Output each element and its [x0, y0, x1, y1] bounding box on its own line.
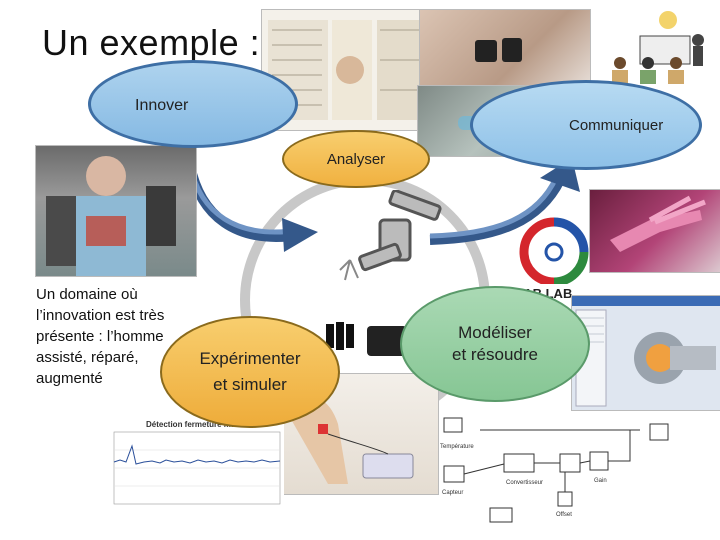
bubble-modeliser-line1: Modéliser [458, 323, 532, 342]
software-screenshot [572, 296, 720, 410]
bubble-experimenter: Expérimenter et simuler [160, 316, 340, 428]
domain-line: présente : l’homme [36, 328, 164, 345]
domain-line: assisté, réparé, [36, 349, 139, 366]
bubble-communiquer-label: Communiquer [569, 117, 664, 134]
armband-photo-top [420, 10, 590, 90]
domain-line: augmenté [36, 370, 103, 387]
bubble-innover-label: Innover [135, 97, 189, 114]
diagram-label-temperature: Température [440, 444, 474, 450]
bubble-innover: Innover [88, 60, 298, 148]
block-diagram: Température Capteur Convertisseur Gain O… [430, 410, 720, 530]
armbands-illustration [322, 316, 412, 366]
prosthetic-man-photo [36, 146, 196, 276]
presentation-audience-icon [600, 8, 715, 88]
arrow-analyser-to-communiquer [429, 177, 565, 245]
bubble-experimenter-line2: et simuler [213, 375, 287, 394]
bubble-modeliser: Modéliser et résoudre [400, 286, 590, 402]
arrow-head-1 [282, 218, 318, 252]
diagram-label-capteur: Capteur [442, 490, 463, 496]
bubble-modeliser-line2: et résoudre [452, 345, 538, 364]
domain-description: Un domaine où l’innovation est très prés… [36, 284, 196, 389]
diagram-label-gain: Gain [594, 478, 607, 484]
bubble-communiquer: Communiquer [470, 80, 702, 170]
3d-printed-hand-photo [590, 190, 720, 272]
bubble-analyser-label: Analyser [326, 150, 386, 168]
fablab-logo-icon [516, 214, 592, 287]
slide-title: Un exemple : [42, 22, 261, 63]
bubble-experimenter-line1: Expérimenter [199, 349, 301, 368]
chart-caption: Détection fermeture main [146, 420, 243, 429]
domain-line: Un domaine où [36, 286, 138, 303]
signal-chart [96, 424, 284, 516]
bubble-analyser: Analyser [282, 130, 430, 188]
robot-arm-illustration [330, 189, 450, 300]
domain-line: l’innovation est très [36, 307, 165, 324]
diagram-label-offset: Offset [556, 512, 572, 518]
diagram-label-convertisseur: Convertisseur [506, 480, 543, 486]
